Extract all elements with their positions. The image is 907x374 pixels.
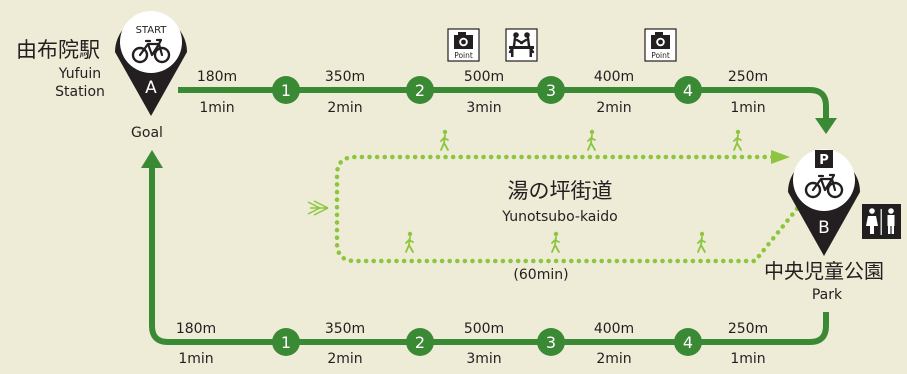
station-marker-a: START A <box>115 11 187 116</box>
parking-icon: P <box>815 150 833 168</box>
point-rest-bench <box>505 28 538 62</box>
segment-distance: 500m <box>464 321 504 337</box>
station-name-ja: 由布院駅 <box>16 38 100 62</box>
restroom-icon <box>862 204 901 239</box>
segment-distance: 350m <box>325 69 365 85</box>
route-node: 3 <box>537 328 565 356</box>
walking-person-icon <box>587 128 596 151</box>
route-node: 3 <box>537 76 565 104</box>
route-node: 1 <box>272 76 300 104</box>
route-arrow-down-icon <box>815 118 837 134</box>
segment-time: 3min <box>466 100 501 116</box>
route-node: 4 <box>674 76 702 104</box>
svg-text:4: 4 <box>683 81 693 100</box>
camera-icon <box>651 32 670 49</box>
walking-loop: 湯の坪街道 Yunotsubo-kaido (60min) <box>307 128 803 283</box>
point-camera-1: Point <box>447 28 480 62</box>
route-node: 2 <box>406 328 434 356</box>
segment-time: 2min <box>596 100 631 116</box>
loop-name-ja: 湯の坪街道 <box>508 179 613 203</box>
camera-icon <box>454 32 473 49</box>
walking-person-icon <box>440 128 449 151</box>
loop-duration: (60min) <box>513 267 568 283</box>
segment-time: 1min <box>730 100 765 116</box>
segment-time: 1min <box>199 100 234 116</box>
loop-name-en: Yunotsubo-kaido <box>501 209 617 225</box>
walk-direction-chevron-icon <box>307 200 329 216</box>
marker-letter: A <box>145 78 157 98</box>
svg-text:1: 1 <box>281 81 291 100</box>
outbound-route: 1 2 3 4 180m 1min 350m 2min 500m 3min 40… <box>178 69 837 134</box>
return-route: 1 2 3 4 180m 1min 350m 2min 500m 3min 40… <box>141 150 829 367</box>
svg-text:3: 3 <box>546 333 556 352</box>
park-name-en: Park <box>812 287 843 303</box>
svg-text:1: 1 <box>281 333 291 352</box>
segment-time: 1min <box>178 351 213 367</box>
segment-distance: 180m <box>176 321 216 337</box>
segment-distance: 180m <box>197 69 237 85</box>
station-name-en-line1: Yufuin <box>58 66 101 82</box>
segment-time: 3min <box>466 351 501 367</box>
route-node: 1 <box>272 328 300 356</box>
svg-text:4: 4 <box>683 333 693 352</box>
svg-text:3: 3 <box>546 81 556 100</box>
segment-time: 2min <box>327 100 362 116</box>
svg-text:2: 2 <box>415 81 425 100</box>
walk-arrow-head-icon <box>771 150 790 164</box>
segment-time: 1min <box>730 351 765 367</box>
point-label: Point <box>454 51 473 60</box>
point-label: Point <box>651 51 670 60</box>
route-arrow-up-icon <box>141 150 163 168</box>
segment-distance: 350m <box>325 321 365 337</box>
segment-distance: 400m <box>594 69 634 85</box>
svg-text:2: 2 <box>415 333 425 352</box>
segment-distance: 250m <box>728 321 768 337</box>
route-node: 2 <box>406 76 434 104</box>
marker-letter: B <box>818 218 830 238</box>
park-name-ja: 中央児童公園 <box>764 259 884 283</box>
goal-label: Goal <box>131 125 163 141</box>
walking-person-icon <box>405 230 414 253</box>
svg-text:P: P <box>819 153 829 168</box>
walking-person-icon <box>733 128 742 151</box>
park-marker-b: P B <box>788 149 860 256</box>
segment-distance: 500m <box>464 69 504 85</box>
bench-rest-icon <box>508 32 535 57</box>
walking-person-icon <box>551 230 560 253</box>
route-node: 4 <box>674 328 702 356</box>
segment-distance: 400m <box>594 321 634 337</box>
station-name-en-line2: Station <box>55 84 105 100</box>
point-camera-2: Point <box>644 28 677 62</box>
start-label: START <box>136 25 168 36</box>
walking-person-icon <box>697 230 706 253</box>
segment-distance: 250m <box>728 69 768 85</box>
segment-time: 2min <box>327 351 362 367</box>
segment-time: 2min <box>596 351 631 367</box>
